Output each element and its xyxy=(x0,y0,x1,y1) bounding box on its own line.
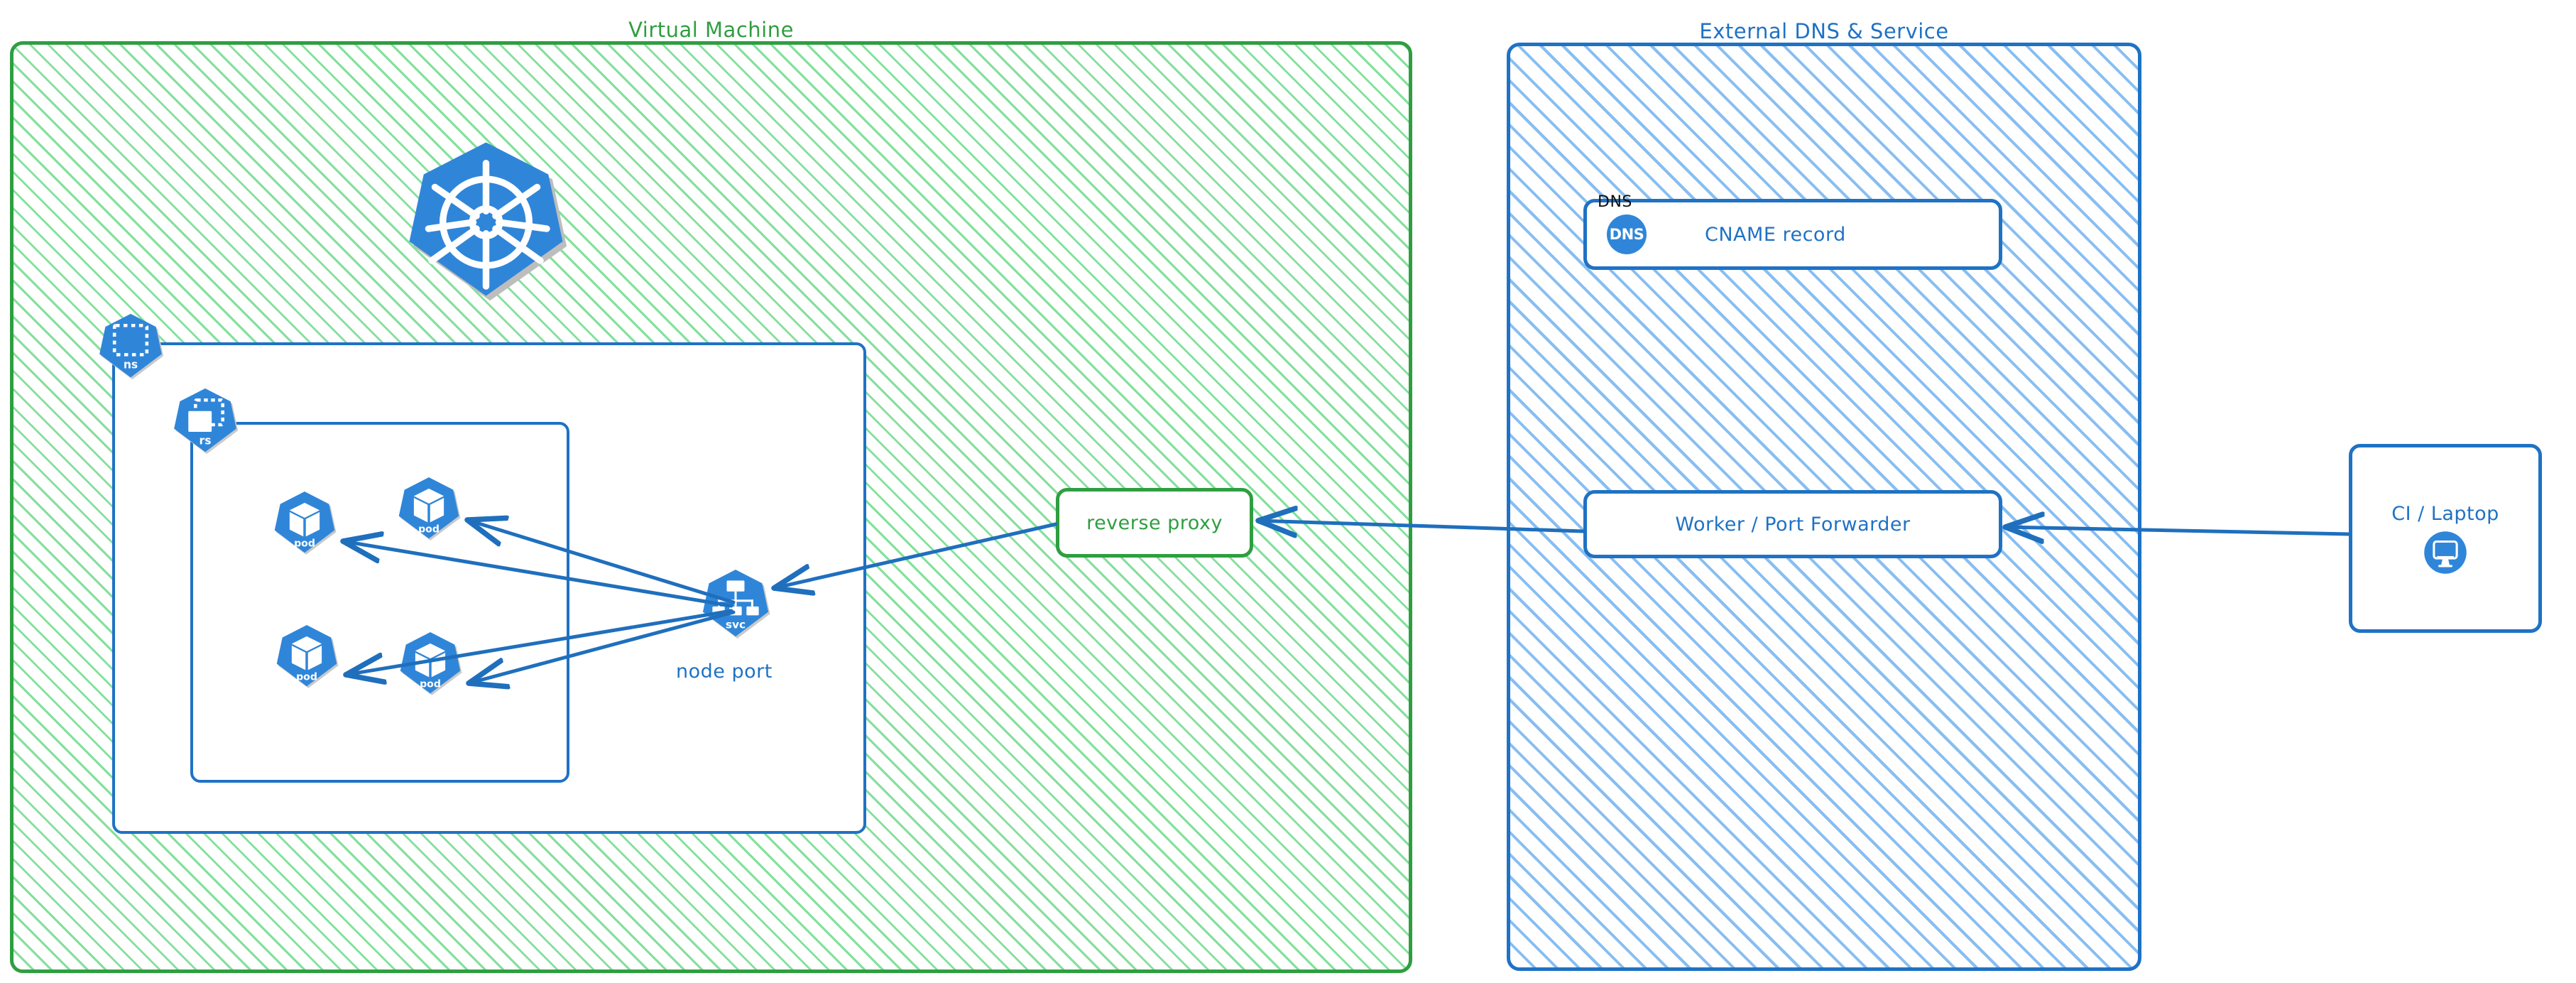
svg-text:pod: pod xyxy=(296,671,317,683)
k8s-pod-icon[interactable]: pod xyxy=(399,631,462,696)
svg-text:pod: pod xyxy=(420,678,441,690)
dns-card-tag: DNS xyxy=(1598,193,1632,211)
group-external-title: External DNS & Service xyxy=(1699,19,1949,43)
k8s-service-icon[interactable]: svc xyxy=(702,568,770,639)
dns-badge-icon: DNS xyxy=(1607,214,1647,254)
k8s-pod-icon[interactable]: pod xyxy=(273,490,337,555)
ci-laptop-box[interactable]: CI / Laptop xyxy=(2349,444,2542,633)
dns-card[interactable]: DNS CNAME record xyxy=(1583,199,2002,270)
k8s-namespace-icon[interactable]: ns xyxy=(98,313,164,380)
ci-laptop-label: CI / Laptop xyxy=(2391,502,2499,525)
k8s-pod-icon[interactable]: pod xyxy=(275,624,339,689)
svg-text:pod: pod xyxy=(294,538,315,549)
worker-port-forwarder-label: Worker / Port Forwarder xyxy=(1675,513,1911,536)
svg-text:pod: pod xyxy=(418,523,440,535)
reverse-proxy-box[interactable]: reverse proxy xyxy=(1056,488,1253,558)
node-port-caption: node port xyxy=(676,661,773,683)
replicaset-boundary-box xyxy=(190,422,569,783)
reverse-proxy-label: reverse proxy xyxy=(1086,511,1223,534)
cname-record-label: CNAME record xyxy=(1705,223,1846,246)
svg-text:rs: rs xyxy=(200,434,212,447)
group-virtual-machine-title: Virtual Machine xyxy=(628,18,794,42)
k8s-replicaset-icon[interactable]: rs xyxy=(173,387,239,455)
k8s-pod-icon[interactable]: pod xyxy=(398,476,461,541)
desktop-monitor-icon xyxy=(2424,531,2467,574)
svg-text:svc: svc xyxy=(726,619,746,631)
kubernetes-logo xyxy=(406,139,567,301)
worker-port-forwarder-box[interactable]: Worker / Port Forwarder xyxy=(1583,490,2002,558)
svg-text:ns: ns xyxy=(124,359,138,371)
